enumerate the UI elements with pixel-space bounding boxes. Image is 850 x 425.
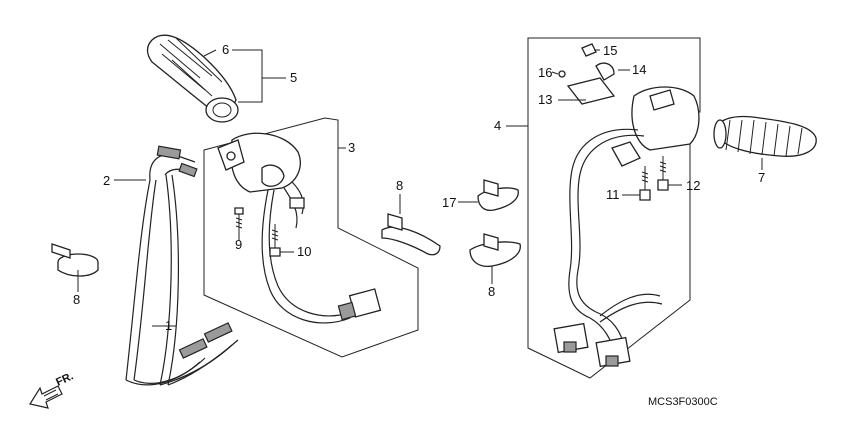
callout-1: 1 xyxy=(165,318,172,333)
throttle-grip xyxy=(146,34,239,123)
screw-11 xyxy=(639,166,651,201)
callout-2: 2 xyxy=(103,173,110,188)
screw-10 xyxy=(269,224,281,257)
right-handlebar-switch xyxy=(553,86,700,368)
callout-10: 10 xyxy=(297,244,311,259)
right-assembly-frame xyxy=(527,37,701,379)
callout-8-left: 8 xyxy=(73,292,80,307)
callout-8-middle: 8 xyxy=(396,178,403,193)
switch-clamp xyxy=(558,43,616,105)
right-grip xyxy=(713,115,817,157)
callout-12: 12 xyxy=(686,178,700,193)
callout-13: 13 xyxy=(538,92,552,107)
callout-16: 16 xyxy=(538,65,552,80)
callout-14: 14 xyxy=(632,62,646,77)
callout-8-right: 8 xyxy=(488,284,495,299)
left-assembly-frame xyxy=(203,117,419,358)
clip-band-right xyxy=(469,233,521,268)
callout-3: 3 xyxy=(348,140,355,155)
callout-11: 11 xyxy=(606,187,620,202)
callout-5: 5 xyxy=(290,70,297,85)
left-handlebar-switch xyxy=(217,132,382,324)
front-direction-arrow xyxy=(29,385,63,409)
callout-6: 6 xyxy=(222,42,229,57)
callout-4: 4 xyxy=(494,118,501,133)
front-direction-label: FR. xyxy=(54,370,75,388)
throttle-cables xyxy=(125,145,239,386)
leader-lines xyxy=(77,49,763,327)
screw-9 xyxy=(234,207,244,232)
callout-15: 15 xyxy=(603,43,617,58)
diagram-code: MCS3F0300C xyxy=(648,396,718,408)
callout-7: 7 xyxy=(758,170,765,185)
screw-12 xyxy=(657,156,669,191)
clip-17 xyxy=(477,179,519,212)
clip-band-left xyxy=(51,243,99,277)
callout-17: 17 xyxy=(442,195,456,210)
clip-band-middle xyxy=(381,213,441,256)
callout-9: 9 xyxy=(235,237,242,252)
